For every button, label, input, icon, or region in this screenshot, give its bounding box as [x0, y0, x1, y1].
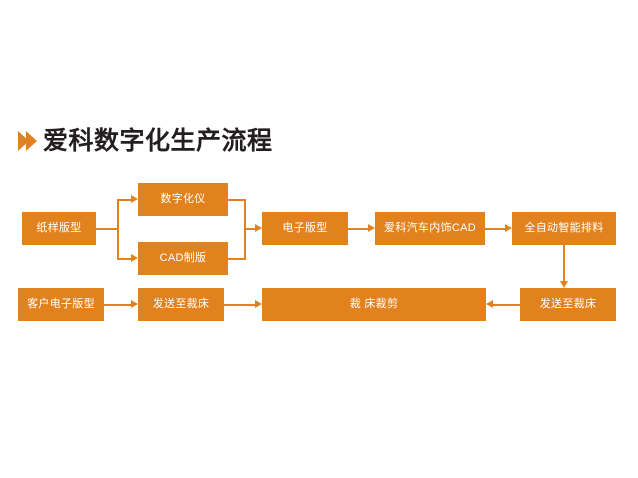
connector-cutter2-to-cuttingbed [493, 303, 520, 306]
arrowhead-into-send-to-cutter-2 [559, 281, 568, 288]
arrowhead-into-auto-nesting [505, 224, 512, 232]
arrowhead-into-electronic-pattern [255, 224, 262, 232]
flow-node-electronic-pattern[interactable]: 电子版型 [262, 212, 348, 245]
flow-node-customer-e-pattern[interactable]: 客户电子版型 [18, 288, 104, 321]
page-title: 爱科数字化生产流程 [43, 126, 273, 155]
arrowhead-into-aike-auto-cad [368, 224, 375, 232]
connector-nesting-to-cutter2 [563, 245, 565, 281]
flow-node-digitizer[interactable]: 数字化仪 [138, 183, 228, 216]
connector-cutter1-to-cuttingbed [224, 303, 255, 306]
flow-node-paper-pattern[interactable]: 纸样版型 [22, 212, 96, 245]
connector-aikecad-to-nesting [485, 227, 505, 230]
flow-node-aike-auto-cad[interactable]: 爱科汽车内饰CAD [375, 212, 485, 245]
connector-electronic-to-aikecad [348, 227, 368, 230]
connector-split-spine [117, 199, 119, 259]
flow-node-cad-patternmaking[interactable]: CAD制版 [138, 242, 228, 275]
connector-split-down [117, 257, 131, 260]
connector-paper-to-split [96, 227, 118, 230]
connector-split-up [117, 198, 131, 201]
connector-digitizer-out [228, 198, 246, 201]
arrowhead-into-digitizer [131, 195, 138, 203]
arrowhead-into-cutting-bed-right [486, 300, 493, 308]
double-chevron-right-icon [18, 131, 37, 151]
connector-merge-to-electronic [244, 227, 255, 230]
page-heading: 爱科数字化生产流程 [18, 124, 273, 158]
arrowhead-into-cutting-bed-left [255, 300, 262, 308]
flow-node-auto-nesting[interactable]: 全自动智能排料 [512, 212, 616, 245]
connector-cad-out [228, 257, 246, 260]
flow-node-send-to-cutter-2[interactable]: 发送至裁床 [520, 288, 616, 321]
flow-node-cutting-bed[interactable]: 裁 床裁剪 [262, 288, 486, 321]
connector-customer-to-cutter1 [104, 303, 131, 306]
flow-node-send-to-cutter-1[interactable]: 发送至裁床 [138, 288, 224, 321]
arrowhead-into-cad-patternmaking [131, 254, 138, 262]
arrowhead-into-send-to-cutter-1 [131, 300, 138, 308]
